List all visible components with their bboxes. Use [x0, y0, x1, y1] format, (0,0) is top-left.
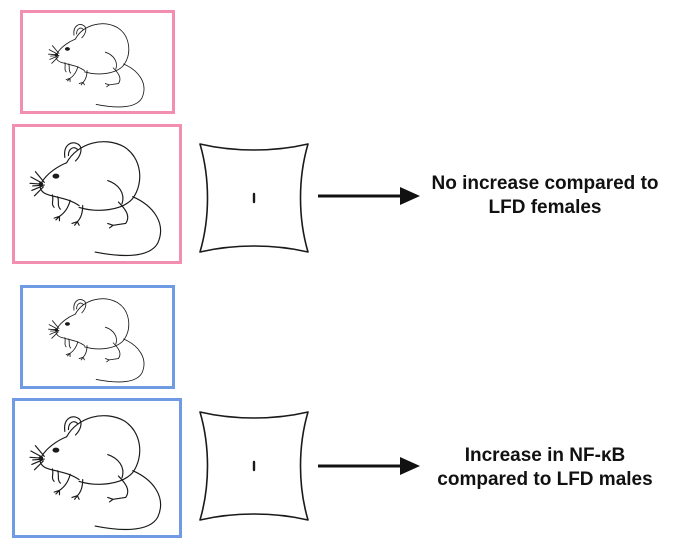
arrow-right-icon — [318, 457, 420, 475]
mouse-icon — [29, 141, 162, 257]
torso-icon — [198, 410, 310, 522]
female-mouse-small-frame — [20, 10, 175, 114]
mouse-icon — [48, 298, 145, 383]
torso-icon — [198, 142, 310, 254]
male-outcome-line-2: compared to LFD males — [437, 469, 653, 490]
male-outcome-line-1: Increase in NF-κB — [464, 445, 626, 466]
female-mouse-large-frame — [12, 124, 182, 264]
male-mouse-large-frame — [12, 398, 182, 538]
arrow-right-icon — [318, 187, 420, 205]
male-outcome-text: Increase in NF-κB compared to LFD males — [420, 444, 670, 492]
mouse-icon — [29, 415, 162, 531]
male-mouse-small-frame — [20, 285, 175, 389]
female-outcome-text: No increase compared to LFD females — [420, 172, 670, 220]
female-outcome-line-2: LFD females — [488, 197, 602, 218]
female-outcome-line-1: No increase compared to — [431, 173, 659, 194]
mouse-icon — [48, 23, 145, 108]
